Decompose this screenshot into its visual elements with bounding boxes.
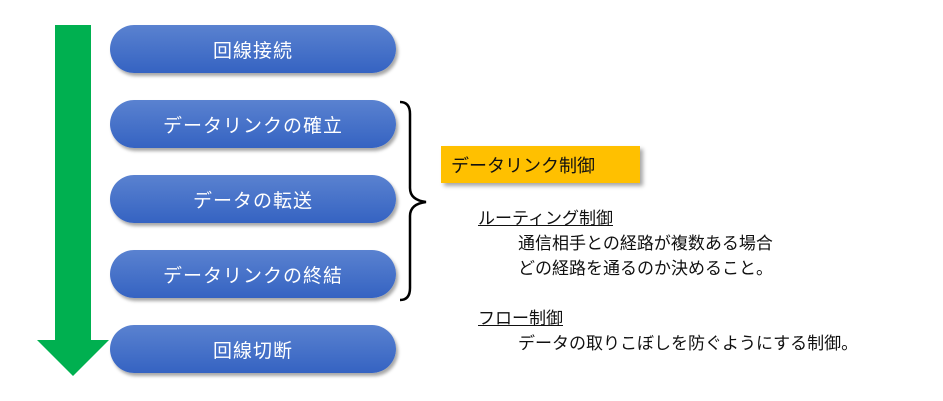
routing-control-heading: ルーティング制御 bbox=[478, 209, 613, 229]
process-arrow-head bbox=[37, 340, 109, 376]
routing-desc-line: どの経路を通るのか決めること。 bbox=[518, 259, 773, 279]
step-link-establish: データリンクの確立 bbox=[110, 100, 396, 148]
process-arrow-shaft bbox=[55, 25, 91, 343]
flow-desc-line: データの取りこぼしを防ぐようにする制御。 bbox=[518, 334, 859, 354]
step-line-disconnect: 回線切断 bbox=[110, 325, 396, 373]
step-data-transfer: データの転送 bbox=[110, 175, 396, 223]
step-link-terminate: データリンクの終結 bbox=[110, 250, 396, 298]
data-link-control-label: データリンク制御 bbox=[441, 146, 640, 183]
flow-control-heading: フロー制御 bbox=[478, 309, 563, 329]
step-line-connect: 回線接続 bbox=[110, 25, 396, 73]
curly-brace bbox=[399, 100, 427, 302]
routing-desc-line: 通信相手との経路が複数ある場合 bbox=[518, 234, 773, 254]
